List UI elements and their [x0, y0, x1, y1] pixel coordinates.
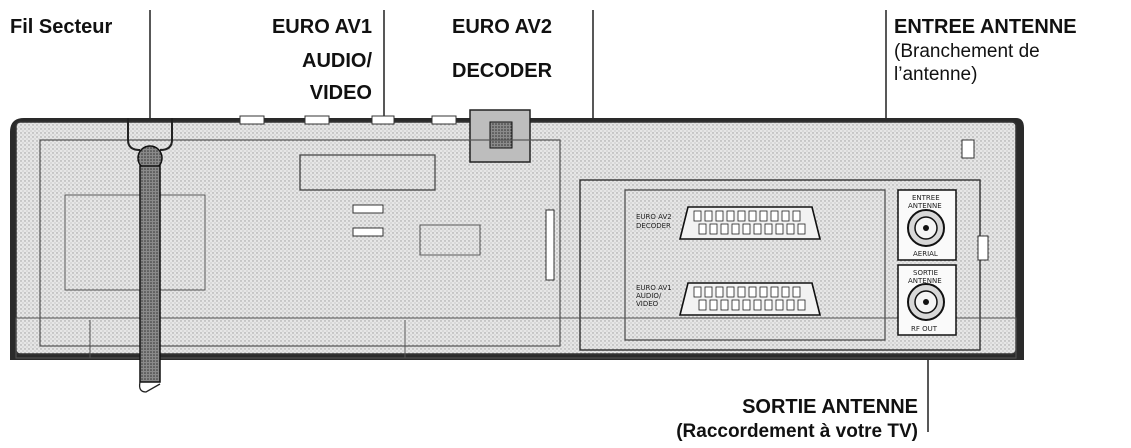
- panel-rf-out: RF OUT: [911, 325, 938, 333]
- scart-euro-av2-connector: [678, 206, 822, 240]
- scart-pin: [748, 286, 757, 298]
- scart-pin: [770, 286, 779, 298]
- panel-entree-line1: ENTREE: [912, 194, 940, 202]
- scart-pin: [731, 299, 740, 311]
- scart-pin: [759, 210, 768, 222]
- scart-pin: [753, 299, 762, 311]
- panel-av2-line1: EURO AV2: [636, 213, 672, 221]
- scart-pin: [737, 286, 746, 298]
- label-euro-av1-line1: EURO AV1: [271, 16, 372, 38]
- scart-pin: [786, 223, 795, 235]
- scart-pin: [737, 210, 746, 222]
- antenna-out-jack: SORTIE ANTENNE RF OUT: [897, 264, 957, 336]
- scart-pin: [726, 210, 735, 222]
- scart-pin: [792, 210, 801, 222]
- scart-pin: [748, 210, 757, 222]
- label-euro-av2-line1: EURO AV2: [452, 16, 553, 38]
- scart-pin: [797, 223, 806, 235]
- scart-pin: [720, 223, 729, 235]
- scart-pin: [742, 299, 751, 311]
- label-entree-sub2: l’antenne): [894, 64, 978, 85]
- scart-pin: [764, 299, 773, 311]
- label-entree-antenne: ENTREE ANTENNE: [894, 16, 1077, 38]
- panel-av1-line1: EURO AV1: [636, 284, 672, 292]
- panel-aerial: AERIAL: [913, 250, 938, 258]
- label-euro-av1-line2: AUDIO/: [302, 50, 372, 72]
- scart-pin: [709, 223, 718, 235]
- power-cord: [127, 118, 173, 393]
- scart-pin: [698, 223, 707, 235]
- scart-pin: [693, 286, 702, 298]
- label-entree-sub1: (Branchement de: [894, 41, 1040, 62]
- scart-euro-av1-connector: [678, 282, 822, 316]
- scart-pin: [753, 223, 762, 235]
- scart-pin: [792, 286, 801, 298]
- scart-pin: [797, 299, 806, 311]
- panel-av2-line2: DECODER: [636, 222, 671, 230]
- scart-pin: [770, 210, 779, 222]
- scart-pin: [781, 286, 790, 298]
- label-euro-av1-line3: VIDEO: [309, 82, 372, 104]
- panel-entree-line2: ANTENNE: [908, 202, 942, 210]
- scart-pin: [720, 299, 729, 311]
- scart-pin: [781, 210, 790, 222]
- scart-pin: [759, 286, 768, 298]
- panel-sortie-line1: SORTIE: [913, 269, 938, 277]
- scart-pin: [726, 286, 735, 298]
- label-sortie-antenne: SORTIE ANTENNE: [742, 396, 918, 418]
- label-fil-secteur: Fil Secteur: [10, 16, 113, 38]
- scart-pin: [731, 223, 740, 235]
- scart-pin: [704, 286, 713, 298]
- scart-pin: [698, 299, 707, 311]
- scart-pin: [786, 299, 795, 311]
- scart-pin: [709, 299, 718, 311]
- panel-sortie-line2: ANTENNE: [908, 277, 942, 285]
- label-euro-av2-line2: DECODER: [452, 60, 553, 82]
- scart-pin: [704, 210, 713, 222]
- scart-pin: [775, 299, 784, 311]
- panel-av1-line3: VIDEO: [636, 300, 659, 308]
- scart-pin: [715, 286, 724, 298]
- scart-pin: [715, 210, 724, 222]
- vcr-housing: [10, 109, 1024, 360]
- label-sortie-sub: (Raccordement à votre TV): [676, 421, 918, 442]
- scart-pin: [775, 223, 784, 235]
- scart-pin: [742, 223, 751, 235]
- panel-av1-line2: AUDIO/: [636, 292, 662, 300]
- antenna-in-jack: ENTREE ANTENNE AERIAL: [897, 189, 957, 261]
- scart-pin: [764, 223, 773, 235]
- scart-pin: [693, 210, 702, 222]
